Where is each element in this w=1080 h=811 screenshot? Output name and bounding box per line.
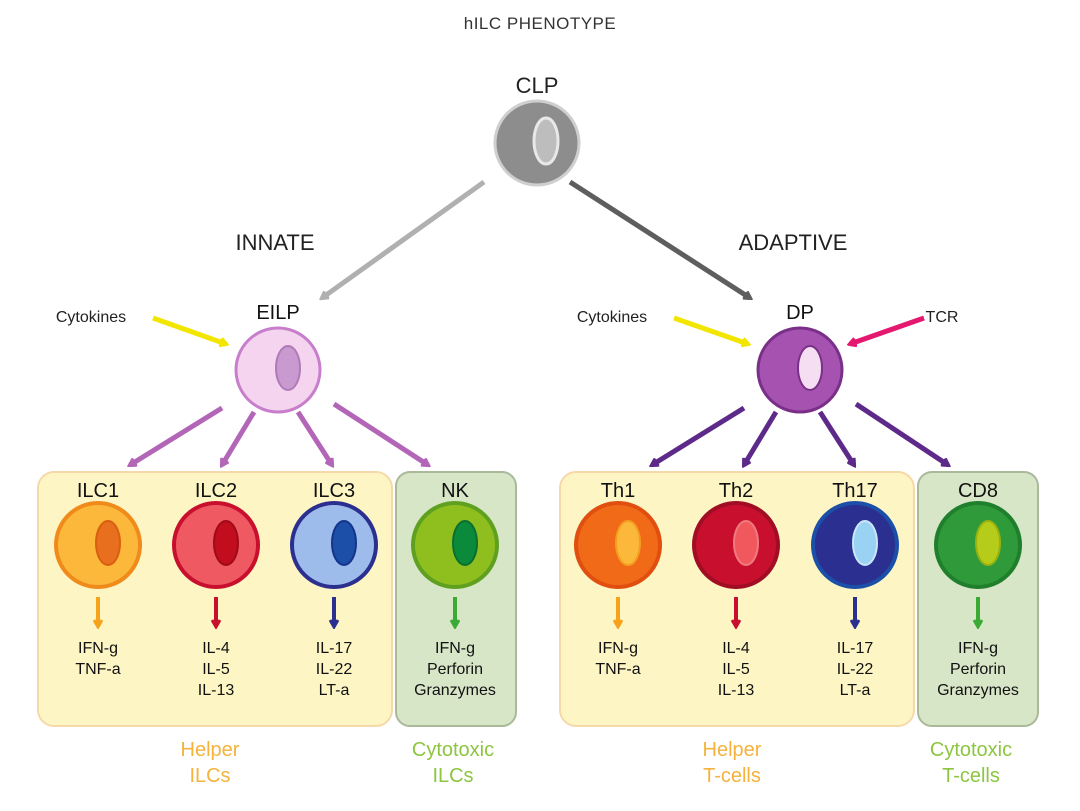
th17-product: LT-a [839,682,871,699]
helper-tcells-line: Helper [702,739,762,761]
cytotoxic-ilcs-line: ILCs [432,765,474,787]
nk-label: NK [441,480,469,502]
tcr-to-dp-arrow [850,315,925,344]
th2-label: Th2 [718,480,754,502]
ilc3-cell-icon [290,501,378,589]
ilc2-products: IL-4 IL-5 IL-13 [166,638,266,701]
innate-label: INNATE [235,230,315,255]
th1-products: IFN-g TNF-a [568,638,668,680]
nk-cell-icon [411,501,499,589]
nk-product: Granzymes [414,682,496,699]
helper-tcells-label: Helper T-cells [667,737,797,789]
cytotoxic-tcells-label: Cytotoxic T-cells [906,737,1036,789]
cd8-label: CD8 [957,480,998,502]
clp-cell-icon [493,99,581,187]
dp-cell-icon [756,326,844,414]
nk-products: IFN-g Perforin Granzymes [400,638,510,701]
tcr-label: TCR [925,309,959,326]
cytokines-to-dp-arrow [673,315,748,344]
th17-product: IL-17 [836,640,874,657]
ilc1-cell-icon [54,501,142,589]
ilc1-product: TNF-a [75,661,121,678]
ilc1-label: ILC1 [76,480,120,502]
ilc2-product: IL-4 [202,640,230,657]
diagram-title: hILC PHENOTYPE [463,14,617,33]
th2-product: IL-13 [717,682,755,699]
cytokines-to-eilp-arrow [152,315,226,344]
th2-cell-icon [692,501,780,589]
eilp-to-nk-arrow [332,401,428,465]
dp-to-th2-arrow [741,410,779,465]
eilp-label: EILP [256,302,300,324]
ilc2-product: IL-13 [197,682,235,699]
innate-cytokines-label: Cytokines [55,309,127,326]
th17-product: IL-22 [836,661,874,678]
clp-label: CLP [515,73,559,98]
ilc2-label: ILC2 [194,480,238,502]
clp-to-dp-arrow [568,179,750,298]
nk-product: IFN-g [435,640,475,657]
ilc2-cell-icon [172,501,260,589]
cytotoxic-tcells-line: Cytotoxic [929,739,1013,761]
eilp-cell-icon [234,326,322,414]
ilc1-product: IFN-g [78,640,118,657]
cd8-product: Perforin [949,661,1007,678]
th17-label: Th17 [832,480,878,502]
clp-to-eilp-arrow [322,179,486,298]
cytotoxic-ilcs-label: Cytotoxic ILCs [388,737,518,789]
th2-products: IL-4 IL-5 IL-13 [686,638,786,701]
dp-to-th1-arrow [652,405,746,468]
th17-cell-icon [811,501,899,589]
dp-to-th17-arrow [817,410,854,465]
eilp-to-ilc1-arrow [130,405,224,468]
th17-products: IL-17 IL-22 LT-a [805,638,905,701]
ilc3-products: IL-17 IL-22 LT-a [284,638,384,701]
th2-product: IL-4 [722,640,750,657]
helper-ilcs-line: ILCs [189,765,231,787]
ilc3-product: LT-a [318,682,350,699]
dp-label: DP [786,302,814,324]
helper-ilcs-label: Helper ILCs [145,737,275,789]
adaptive-cytokines-label: Cytokines [576,309,648,326]
th1-label: Th1 [600,480,636,502]
ilc1-products: IFN-g TNF-a [48,638,148,680]
dp-to-cd8-arrow [854,401,948,465]
th1-cell-icon [574,501,662,589]
ilc3-product: IL-17 [315,640,353,657]
cd8-cell-icon [934,501,1022,589]
cytotoxic-ilcs-line: Cytotoxic [411,739,495,761]
nk-product: Perforin [426,661,484,678]
th1-product: TNF-a [595,661,641,678]
adaptive-label: ADAPTIVE [738,230,848,255]
ilc3-product: IL-22 [315,661,353,678]
cd8-product: IFN-g [958,640,998,657]
cd8-product: Granzymes [937,682,1019,699]
th2-product: IL-5 [722,661,750,678]
helper-tcells-line: T-cells [703,765,761,787]
helper-ilcs-line: Helper [180,739,240,761]
th1-product: IFN-g [598,640,638,657]
cd8-products: IFN-g Perforin Granzymes [922,638,1034,701]
cytotoxic-tcells-line: T-cells [942,765,1000,787]
eilp-to-ilc3-arrow [295,410,332,465]
eilp-to-ilc2-arrow [219,410,257,465]
ilc3-label: ILC3 [312,480,356,502]
ilc2-product: IL-5 [202,661,230,678]
